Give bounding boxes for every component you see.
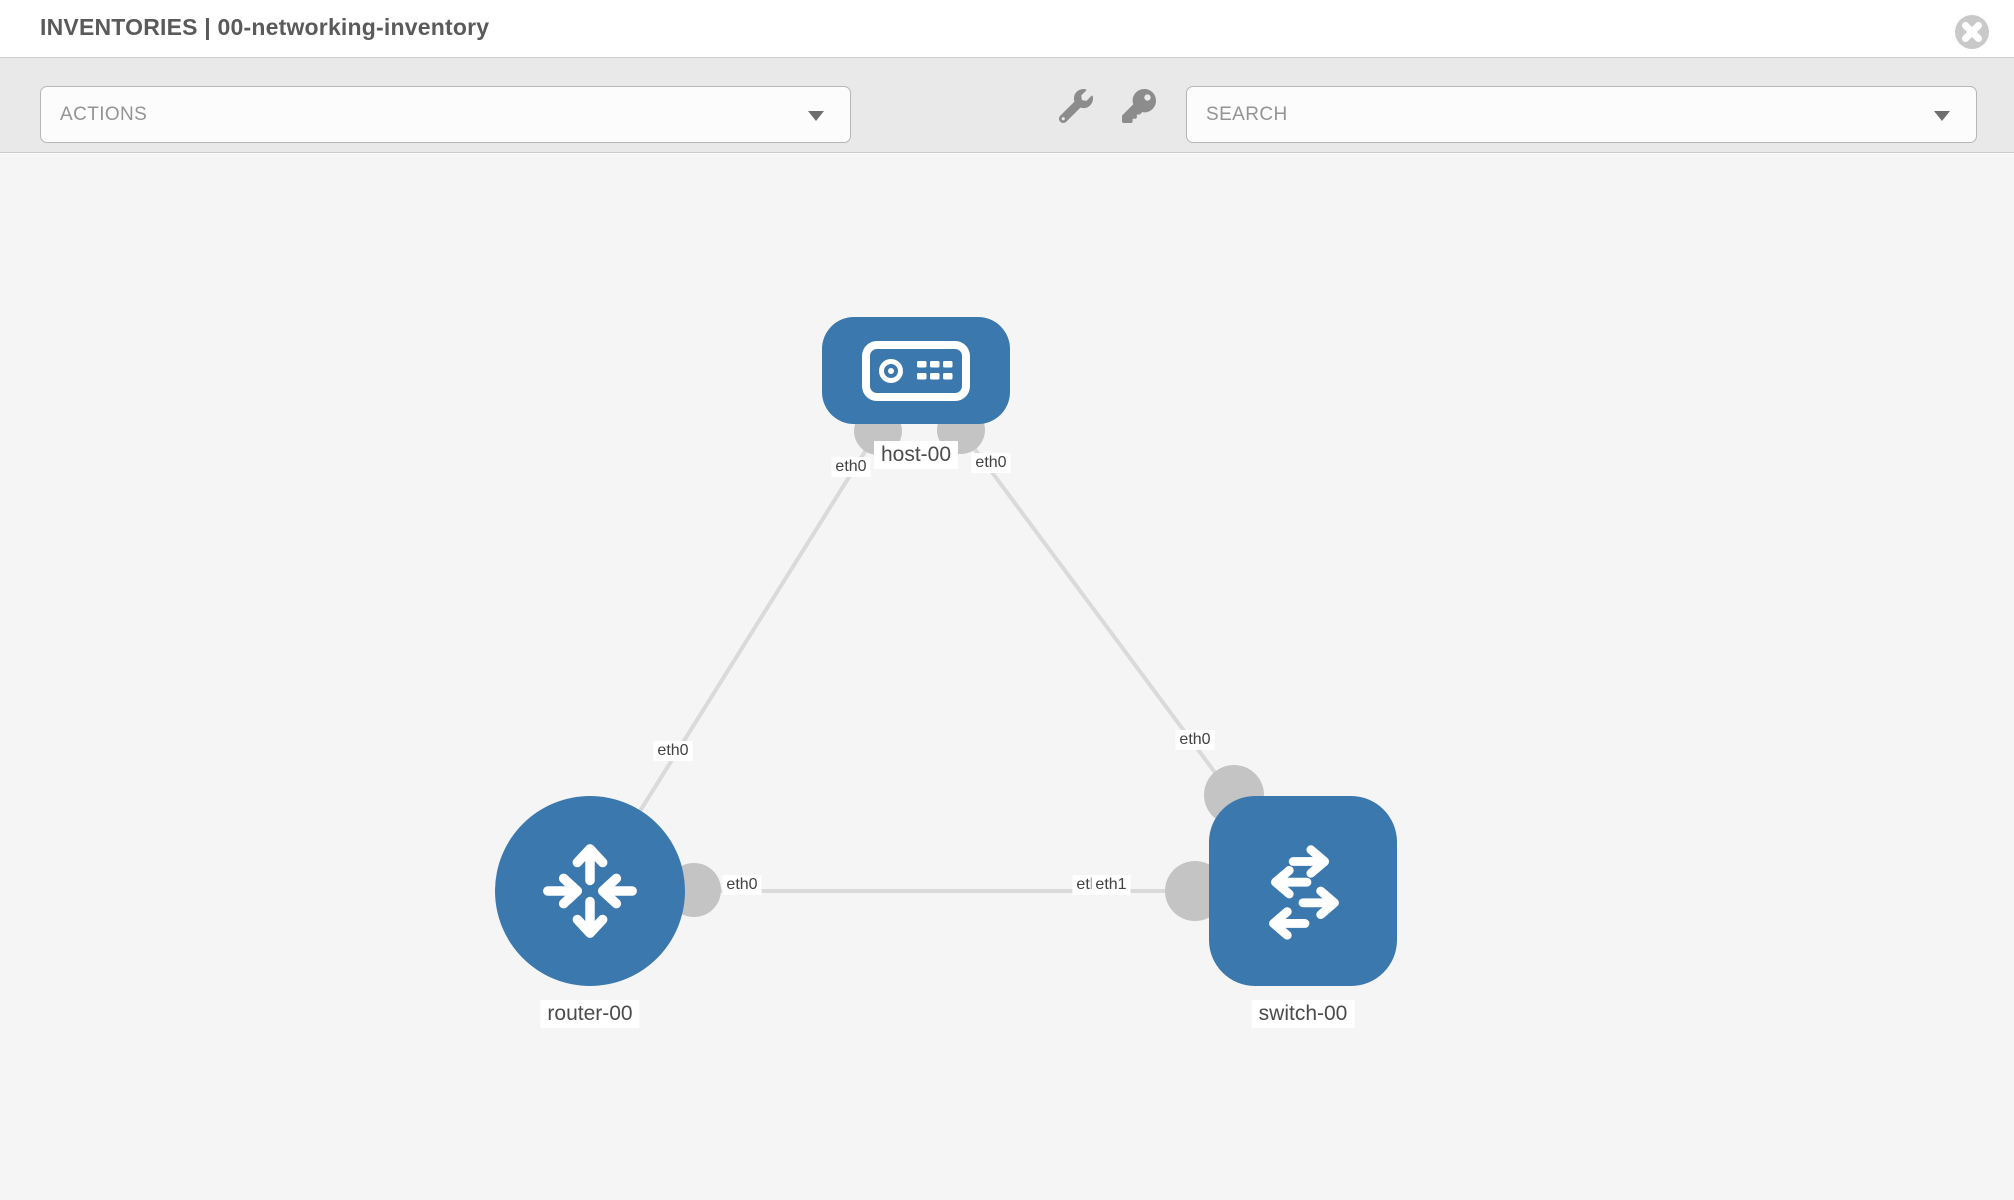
key-icon[interactable] [1122, 89, 1156, 123]
actions-dropdown[interactable]: ACTIONS [40, 86, 851, 143]
switch-icon [1269, 845, 1339, 940]
iface-label-switch-to-router: eth1 [1091, 875, 1131, 895]
iface-label-switch-to-host: eth0 [1175, 730, 1215, 750]
links-layer [588, 368, 1305, 921]
iface-label-host-to-router: eth0 [831, 457, 871, 477]
close-icon [1955, 15, 1989, 49]
close-button[interactable] [1954, 14, 1990, 50]
iface-label-router-to-host: eth0 [653, 741, 693, 761]
link-host-router[interactable] [588, 368, 918, 893]
chevron-down-icon [1934, 110, 1950, 121]
router-icon [543, 844, 637, 938]
wrench-icon[interactable] [1058, 89, 1093, 124]
topology-canvas[interactable]: host-00 router-00 switch-00 eth0 eth0 et… [0, 154, 2014, 1200]
node-router[interactable] [495, 796, 685, 986]
node-label-switch: switch-00 [1251, 1000, 1355, 1028]
header: INVENTORIES | 00-networking-inventory [0, 0, 2014, 57]
search-dropdown-label: SEARCH [1206, 103, 1288, 125]
page-title: INVENTORIES | 00-networking-inventory [40, 14, 490, 40]
actions-dropdown-label: ACTIONS [60, 103, 148, 125]
node-host[interactable] [822, 317, 1010, 424]
host-icon [862, 340, 970, 401]
node-label-host: host-00 [873, 441, 959, 469]
node-label-router: router-00 [540, 1000, 640, 1028]
chevron-down-icon [808, 110, 824, 121]
toolbar: ACTIONS SEARCH [0, 57, 2014, 153]
iface-label-router-to-switch: eth0 [722, 875, 762, 895]
iface-label-host-to-switch: eth0 [971, 453, 1011, 473]
node-switch[interactable] [1209, 796, 1397, 986]
search-dropdown[interactable]: SEARCH [1186, 86, 1977, 143]
